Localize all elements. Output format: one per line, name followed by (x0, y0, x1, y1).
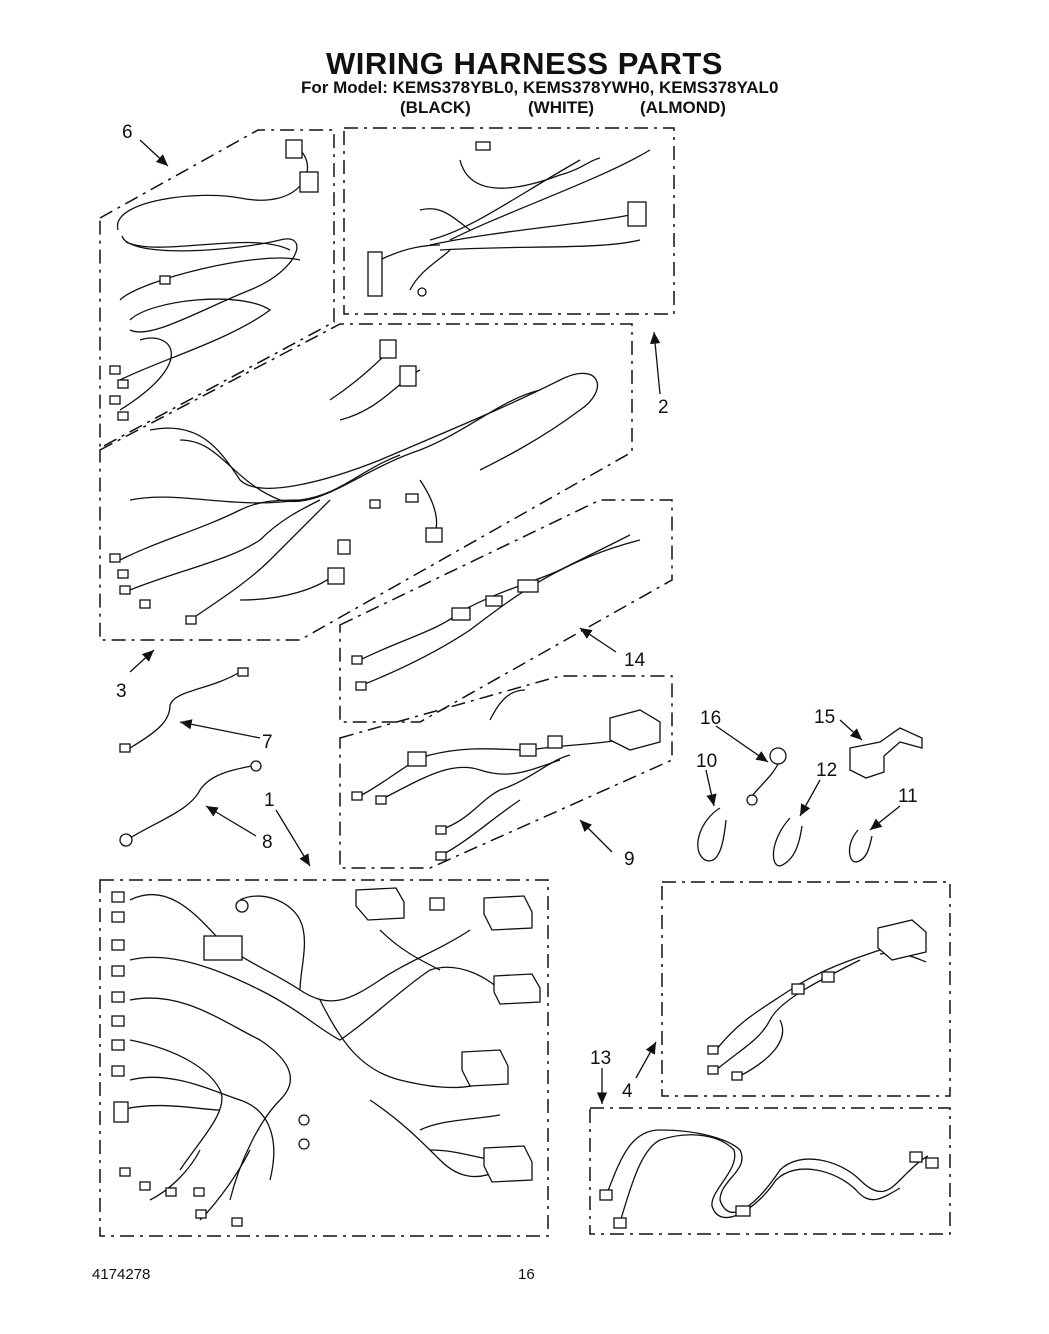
frame-part-13 (589, 1107, 951, 1235)
wire-part-11 (848, 829, 873, 863)
wire-part-7 (119, 667, 249, 753)
callout-15: 15 (814, 707, 835, 728)
color-almond: (ALMOND) (640, 98, 726, 117)
callout-1: 1 (264, 790, 275, 811)
callout-10: 10 (696, 751, 717, 772)
callout-11: 11 (898, 786, 918, 807)
page-number: 16 (518, 1266, 535, 1283)
harness-part-9 (351, 689, 661, 861)
callout-4: 4 (622, 1081, 633, 1102)
color-white: (WHITE) (528, 98, 595, 117)
callout-3: 3 (116, 681, 127, 702)
harness-part-14 (351, 534, 641, 691)
callout-12: 12 (816, 760, 837, 781)
callout-13: 13 (590, 1048, 611, 1069)
callout-8: 8 (262, 832, 273, 853)
frame-part-14 (339, 499, 673, 723)
wire-part-8 (119, 760, 262, 847)
frame-part-6 (99, 129, 335, 450)
wire-part-16 (746, 747, 787, 806)
frame-part-2 (343, 127, 675, 315)
harness-part-2 (367, 141, 651, 297)
harness-part-4 (707, 919, 927, 1081)
leader-lines (129, 139, 901, 1104)
callout-6: 6 (122, 122, 133, 143)
frame-part-1 (99, 879, 549, 1237)
color-black: (BLACK) (400, 98, 471, 117)
harness-part-13 (599, 1129, 939, 1229)
callout-7: 7 (262, 732, 273, 753)
callout-16: 16 (700, 708, 721, 729)
callout-14: 14 (624, 650, 646, 671)
harness-part-1 (111, 887, 541, 1227)
page-title: WIRING HARNESS PARTS (326, 46, 723, 81)
callout-2: 2 (658, 397, 669, 418)
bracket-part-15 (849, 727, 923, 779)
wire-part-12 (772, 817, 803, 867)
document-number: 4174278 (92, 1266, 151, 1283)
wire-part-10 (697, 807, 727, 862)
frame-part-3 (99, 323, 633, 641)
model-line: For Model: KEMS378YBL0, KEMS378YWH0, KEM… (301, 78, 779, 97)
frame-part-4 (661, 881, 951, 1097)
harness-part-6 (109, 139, 319, 421)
callout-9: 9 (624, 849, 635, 870)
harness-part-3 (109, 339, 598, 625)
frame-part-9 (339, 675, 673, 869)
